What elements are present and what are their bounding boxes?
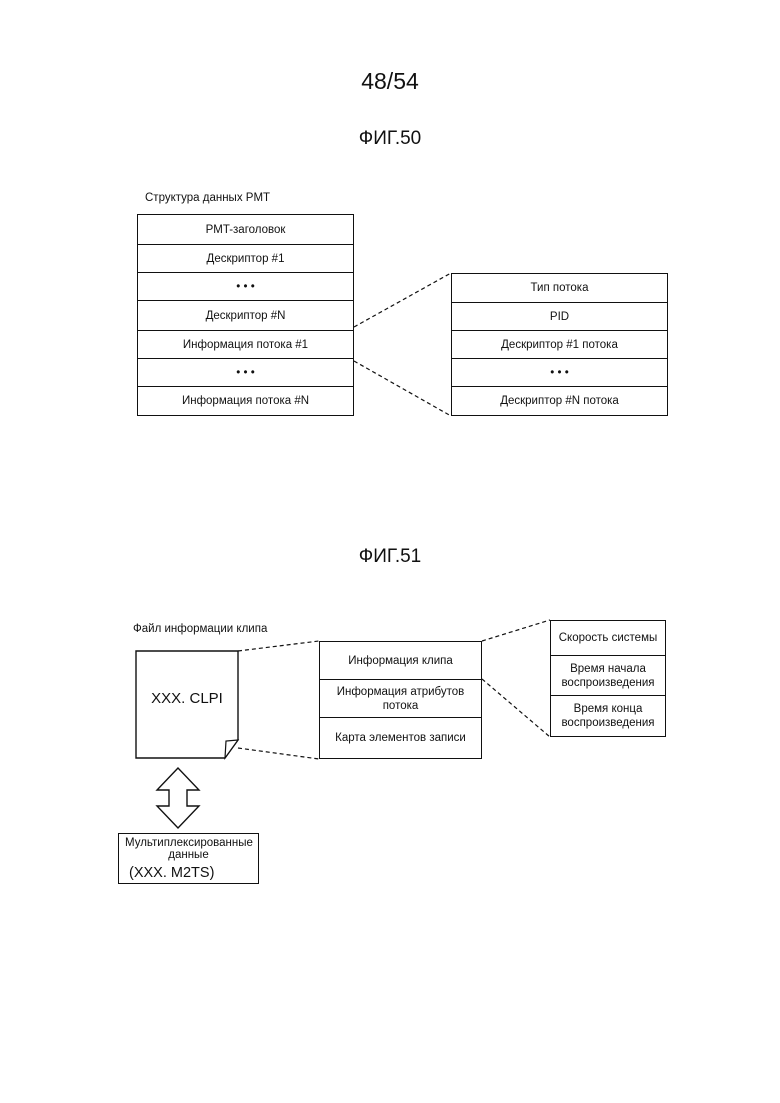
stream-attributes-row: Информация атрибутов потока — [320, 680, 481, 718]
multiplexed-data-label: Мультиплексированные данные — [119, 834, 258, 861]
clip-info-table: Информация клипа Информация атрибутов по… — [319, 641, 482, 759]
fig51-table-upper-connector — [482, 620, 550, 641]
pmt-structure-caption: Структура данных PMT — [145, 192, 270, 204]
system-rate-row: Скорость системы — [551, 621, 665, 656]
pid-row: PID — [452, 303, 667, 331]
figure-50-title: ФИГ.50 — [0, 128, 780, 150]
bidirectional-arrow-icon — [157, 768, 199, 828]
fig51-file-lower-connector — [238, 748, 319, 759]
descriptor-ellipsis-row: • • • — [138, 273, 353, 301]
descriptor-n-row: Дескриптор #N — [138, 301, 353, 331]
clip-info-file-caption: Файл информации клипа — [133, 623, 267, 635]
pmt-header-row: PMT-заголовок — [138, 215, 353, 245]
entry-map-row: Карта элементов записи — [320, 718, 481, 757]
clip-file-name: XXX. CLPI — [136, 690, 238, 707]
stream-descriptor-1-row: Дескриптор #1 потока — [452, 331, 667, 359]
stream-info-table: Тип потока PID Дескриптор #1 потока • • … — [451, 273, 668, 416]
stream-info-ellipsis-row: • • • — [138, 359, 353, 387]
page-number: 48/54 — [0, 68, 780, 95]
multiplexed-data-box: Мультиплексированные данные (XXX. M2TS) — [118, 833, 259, 884]
fig51-file-upper-connector — [238, 641, 319, 651]
playback-end-row: Время конца воспроизведения — [551, 696, 665, 736]
stream-descriptor-n-row: Дескриптор #N потока — [452, 387, 667, 415]
fig50-upper-connector — [354, 273, 451, 327]
clip-details-table: Скорость системы Время начала воспроизве… — [550, 620, 666, 737]
stream-info-1-row: Информация потока #1 — [138, 331, 353, 359]
multiplexed-data-file: (XXX. M2TS) — [119, 865, 258, 881]
clip-info-row: Информация клипа — [320, 642, 481, 680]
stream-type-row: Тип потока — [452, 274, 667, 303]
stream-info-n-row: Информация потока #N — [138, 387, 353, 415]
figure-51-title: ФИГ.51 — [0, 546, 780, 568]
stream-descriptor-ellipsis-row: • • • — [452, 359, 667, 387]
playback-start-row: Время начала воспроизведения — [551, 656, 665, 696]
pmt-structure-table: PMT-заголовок Дескриптор #1 • • • Дескри… — [137, 214, 354, 416]
fig51-table-lower-connector — [482, 679, 550, 737]
fig50-lower-connector — [354, 361, 451, 416]
descriptor-1-row: Дескриптор #1 — [138, 245, 353, 273]
